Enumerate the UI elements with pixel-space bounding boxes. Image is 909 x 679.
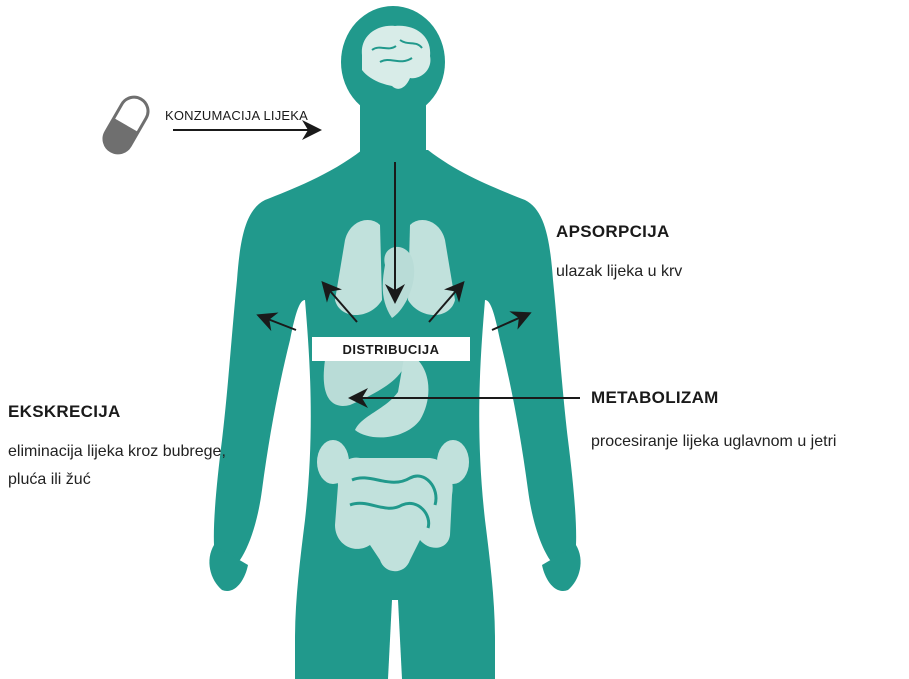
ekskrecija-title: EKSKRECIJA bbox=[8, 402, 121, 422]
metabolizam-description: procesiranje lijeka uglavnom u jetri bbox=[591, 428, 836, 456]
distribucija-text: DISTRIBUCIJA bbox=[342, 342, 439, 357]
capsule-icon bbox=[99, 92, 153, 158]
ekskrecija-description: eliminacija lijeka kroz bubrege, pluća i… bbox=[8, 438, 238, 494]
apsorpcija-title: APSORPCIJA bbox=[556, 222, 670, 242]
konzumacija-label: KONZUMACIJA LIJEKA bbox=[165, 108, 308, 123]
metabolizam-title: METABOLIZAM bbox=[591, 388, 719, 408]
apsorpcija-description: ulazak lijeka u krv bbox=[556, 258, 682, 286]
distribucija-label: DISTRIBUCIJA bbox=[312, 337, 470, 361]
